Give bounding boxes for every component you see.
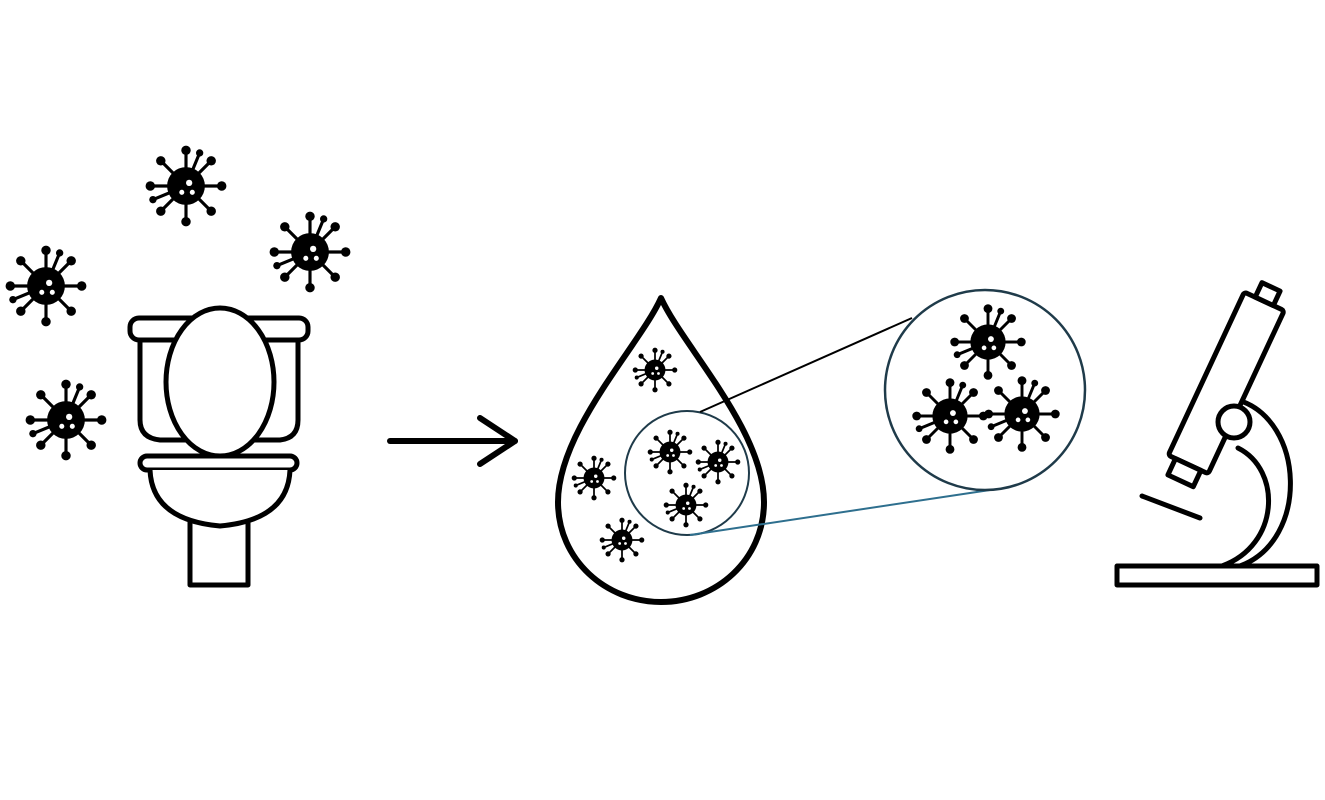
virus-icon — [646, 428, 694, 476]
virus-icon — [694, 438, 742, 486]
water-drop-icon — [555, 295, 767, 605]
virus-icon — [948, 302, 1028, 382]
virus-icon — [570, 454, 618, 502]
virus-icon — [4, 243, 88, 328]
virus-icon — [598, 516, 646, 564]
virus-icon — [24, 378, 108, 462]
magnifier-circle-icon — [883, 288, 1087, 492]
magnifier-lower-line — [689, 489, 991, 536]
virus-icon — [982, 374, 1062, 454]
virus-icon — [631, 346, 679, 394]
virus-icon — [910, 376, 990, 456]
toilet-icon — [127, 305, 311, 588]
microscope-icon — [1114, 280, 1320, 588]
magnifier-upper-line — [699, 317, 913, 413]
virus-icon — [268, 209, 352, 294]
arrow-right-icon — [387, 415, 518, 467]
magnifier-source-ring — [624, 410, 750, 536]
virus-icon — [662, 481, 710, 529]
virus-icon — [143, 143, 229, 229]
